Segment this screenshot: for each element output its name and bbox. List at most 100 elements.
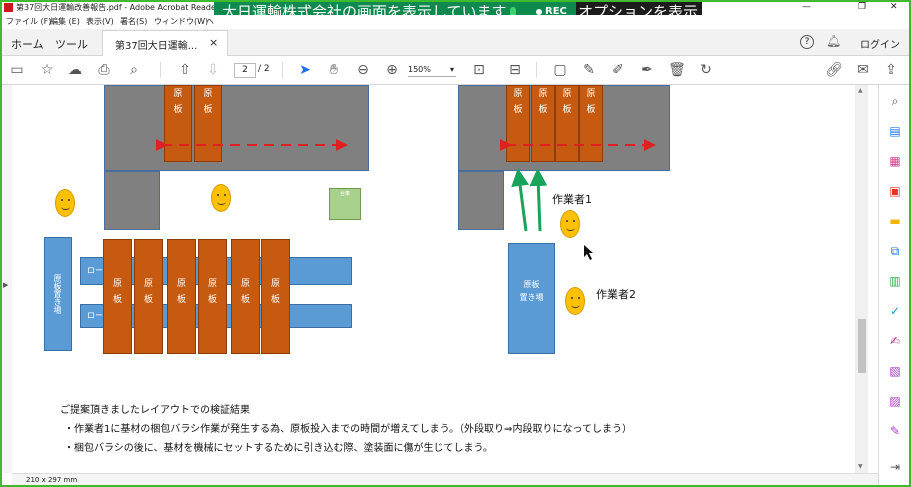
print-icon[interactable]: ⎙ — [98, 62, 110, 78]
link-tool-icon[interactable]: 🔗︎ — [825, 62, 843, 78]
toolbar-divider — [282, 62, 283, 78]
worker1-label: 作業者1 — [552, 193, 592, 206]
protect-icon[interactable]: ▧ — [889, 364, 901, 378]
board-bottom-4: 原板 — [198, 239, 227, 354]
maximize-button[interactable]: ❐ — [858, 2, 867, 12]
bookmark-star-icon[interactable]: ☆ — [40, 62, 54, 78]
board-char: 板 — [562, 105, 572, 115]
vertical-scrollbar[interactable]: ▲ ▼ — [855, 85, 868, 473]
board-char: 原 — [240, 279, 250, 289]
hand-tool-icon[interactable]: ✋︎ — [330, 62, 338, 78]
tab-document-label: 第37回大日運輸... — [115, 41, 198, 52]
menu-view[interactable]: 表示(V) — [86, 17, 114, 26]
diagram-arrows — [156, 139, 656, 260]
board-bottom-2: 原板 — [134, 239, 163, 354]
search-zoom-icon[interactable]: ⌕ — [891, 94, 899, 108]
feed-arrow-2 — [529, 168, 548, 232]
feed-arrow-1 — [511, 168, 530, 232]
upload-cloud-icon[interactable]: ☁ — [68, 62, 82, 78]
zoom-out-icon[interactable]: ⊖ — [357, 62, 369, 78]
bell-icon[interactable]: 🔔︎ — [826, 34, 842, 48]
menu-help[interactable]: ヘ — [206, 17, 214, 26]
tab-home[interactable]: ホーム — [11, 38, 44, 51]
toolbar: ▭ ☆ ☁ ⎙ ⌕ ⇧ ⇩ 2 / 2 ➤ ✋︎ ⊖ ⊕ 150% ▾ ⊡ ⊟ ▢… — [0, 56, 911, 85]
menu-file[interactable]: ファイル (F) — [6, 17, 52, 26]
expand-left-arrow-icon[interactable]: ▶ — [3, 281, 9, 289]
board-char: 原 — [538, 89, 548, 99]
board-char: 板 — [173, 105, 183, 115]
share-icon[interactable]: ⇪ — [885, 62, 897, 78]
tab-document[interactable]: 第37回大日運輸... × — [102, 30, 228, 56]
scroll-mode-icon[interactable]: ⊟ — [509, 62, 521, 78]
scroll-up-arrow-icon[interactable]: ▲ — [858, 87, 863, 94]
scroll-down-arrow-icon[interactable]: ▼ — [858, 463, 863, 470]
worker-smiley-icon — [55, 189, 75, 217]
storage-label-line: 原板 — [523, 280, 540, 289]
page-size-label: 210 x 297 mm — [26, 476, 78, 484]
email-icon[interactable]: ✉ — [857, 62, 869, 78]
export-pdf-icon[interactable]: ▤ — [889, 124, 901, 138]
board-char: 板 — [270, 295, 280, 305]
minimize-button[interactable]: — — [802, 2, 811, 12]
signature-icon[interactable]: ✍ — [889, 334, 901, 348]
page-number-input[interactable]: 2 — [234, 63, 256, 78]
scroll-thumb[interactable] — [858, 319, 866, 373]
board-char: 板 — [538, 105, 548, 115]
menu-sign[interactable]: 署名(S) — [120, 17, 148, 26]
board-char: 原 — [143, 279, 153, 289]
tab-close-button[interactable]: × — [209, 36, 219, 49]
organize-pages-icon[interactable]: ▦ — [889, 154, 901, 168]
worker2-label: 作業者2 — [596, 288, 636, 301]
document-viewer[interactable]: 原板 原板 台車 原板置き場 ロー ロー 原板 原板 原板 原板 原板 原板 原… — [12, 85, 868, 473]
collapse-panel-icon[interactable]: ⇥ — [889, 460, 901, 474]
help-icon[interactable]: ? — [800, 35, 814, 49]
note-line-1: ・作業者1に基材の梱包バラシ作業が発生する為、原板投入までの時間が増えてしまう。… — [64, 424, 632, 435]
rec-indicator: REC — [545, 6, 567, 17]
zoom-search-icon[interactable]: ⌕ — [130, 62, 138, 78]
create-pdf-icon[interactable]: ▣ — [889, 184, 901, 198]
rotate-icon[interactable]: ↻ — [700, 62, 712, 78]
board-char: 板 — [240, 295, 250, 305]
microphone-icon[interactable] — [510, 7, 516, 17]
tab-tools[interactable]: ツール — [55, 38, 88, 51]
board-char: 板 — [112, 295, 122, 305]
comment-panel-icon[interactable]: ▬ — [889, 214, 901, 228]
chevron-down-icon: ▾ — [449, 65, 454, 74]
zoom-level-select[interactable]: 150% ▾ — [408, 63, 456, 77]
next-page-icon[interactable]: ⇩ — [207, 62, 219, 78]
board-char: 原 — [586, 89, 596, 99]
page-fit-icon[interactable]: ⊡ — [473, 62, 485, 78]
previous-page-icon[interactable]: ⇧ — [179, 62, 191, 78]
zoom-in-icon[interactable]: ⊕ — [386, 62, 398, 78]
login-button[interactable]: ログイン — [860, 40, 900, 51]
close-window-button[interactable]: ✕ — [890, 2, 898, 12]
menu-edit[interactable]: 編集 (E) — [50, 17, 80, 26]
zoom-level-value: 150% — [408, 65, 431, 74]
board-char: 板 — [203, 105, 213, 115]
worker-smiley-icon — [211, 184, 231, 212]
edit-pdf-icon[interactable]: ▨ — [889, 394, 901, 408]
highlight-pen-icon[interactable]: ✎ — [583, 62, 595, 78]
draw-icon[interactable]: ✐ — [612, 62, 624, 78]
board-char: 原 — [270, 279, 280, 289]
board-char: 板 — [586, 105, 596, 115]
delete-trash-icon[interactable]: 🗑︎ — [668, 62, 686, 78]
board-char: 原 — [562, 89, 572, 99]
more-tools-icon[interactable]: ✎ — [889, 424, 901, 438]
small-cart-box: 台車 — [329, 188, 361, 220]
fill-sign-icon[interactable]: ✓ — [889, 304, 901, 318]
machine-right-base — [458, 171, 504, 230]
status-bar: 210 x 297 mm — [12, 473, 878, 486]
board-bottom-3: 原板 — [167, 239, 196, 354]
record-dot-icon — [536, 9, 542, 15]
stamp-icon[interactable]: ✒ — [641, 62, 653, 78]
page-total: / 2 — [258, 64, 270, 74]
comment-icon[interactable]: ▢ — [553, 62, 567, 78]
save-icon[interactable]: ▭ — [10, 62, 24, 78]
toolbar-divider — [536, 62, 537, 78]
combine-files-icon[interactable]: ⧉ — [890, 244, 900, 258]
compress-icon[interactable]: ▥ — [889, 274, 901, 288]
board-char: 原 — [176, 279, 186, 289]
select-cursor-icon[interactable]: ➤ — [299, 62, 311, 78]
menu-window[interactable]: ウィンドウ(W) — [154, 17, 209, 26]
